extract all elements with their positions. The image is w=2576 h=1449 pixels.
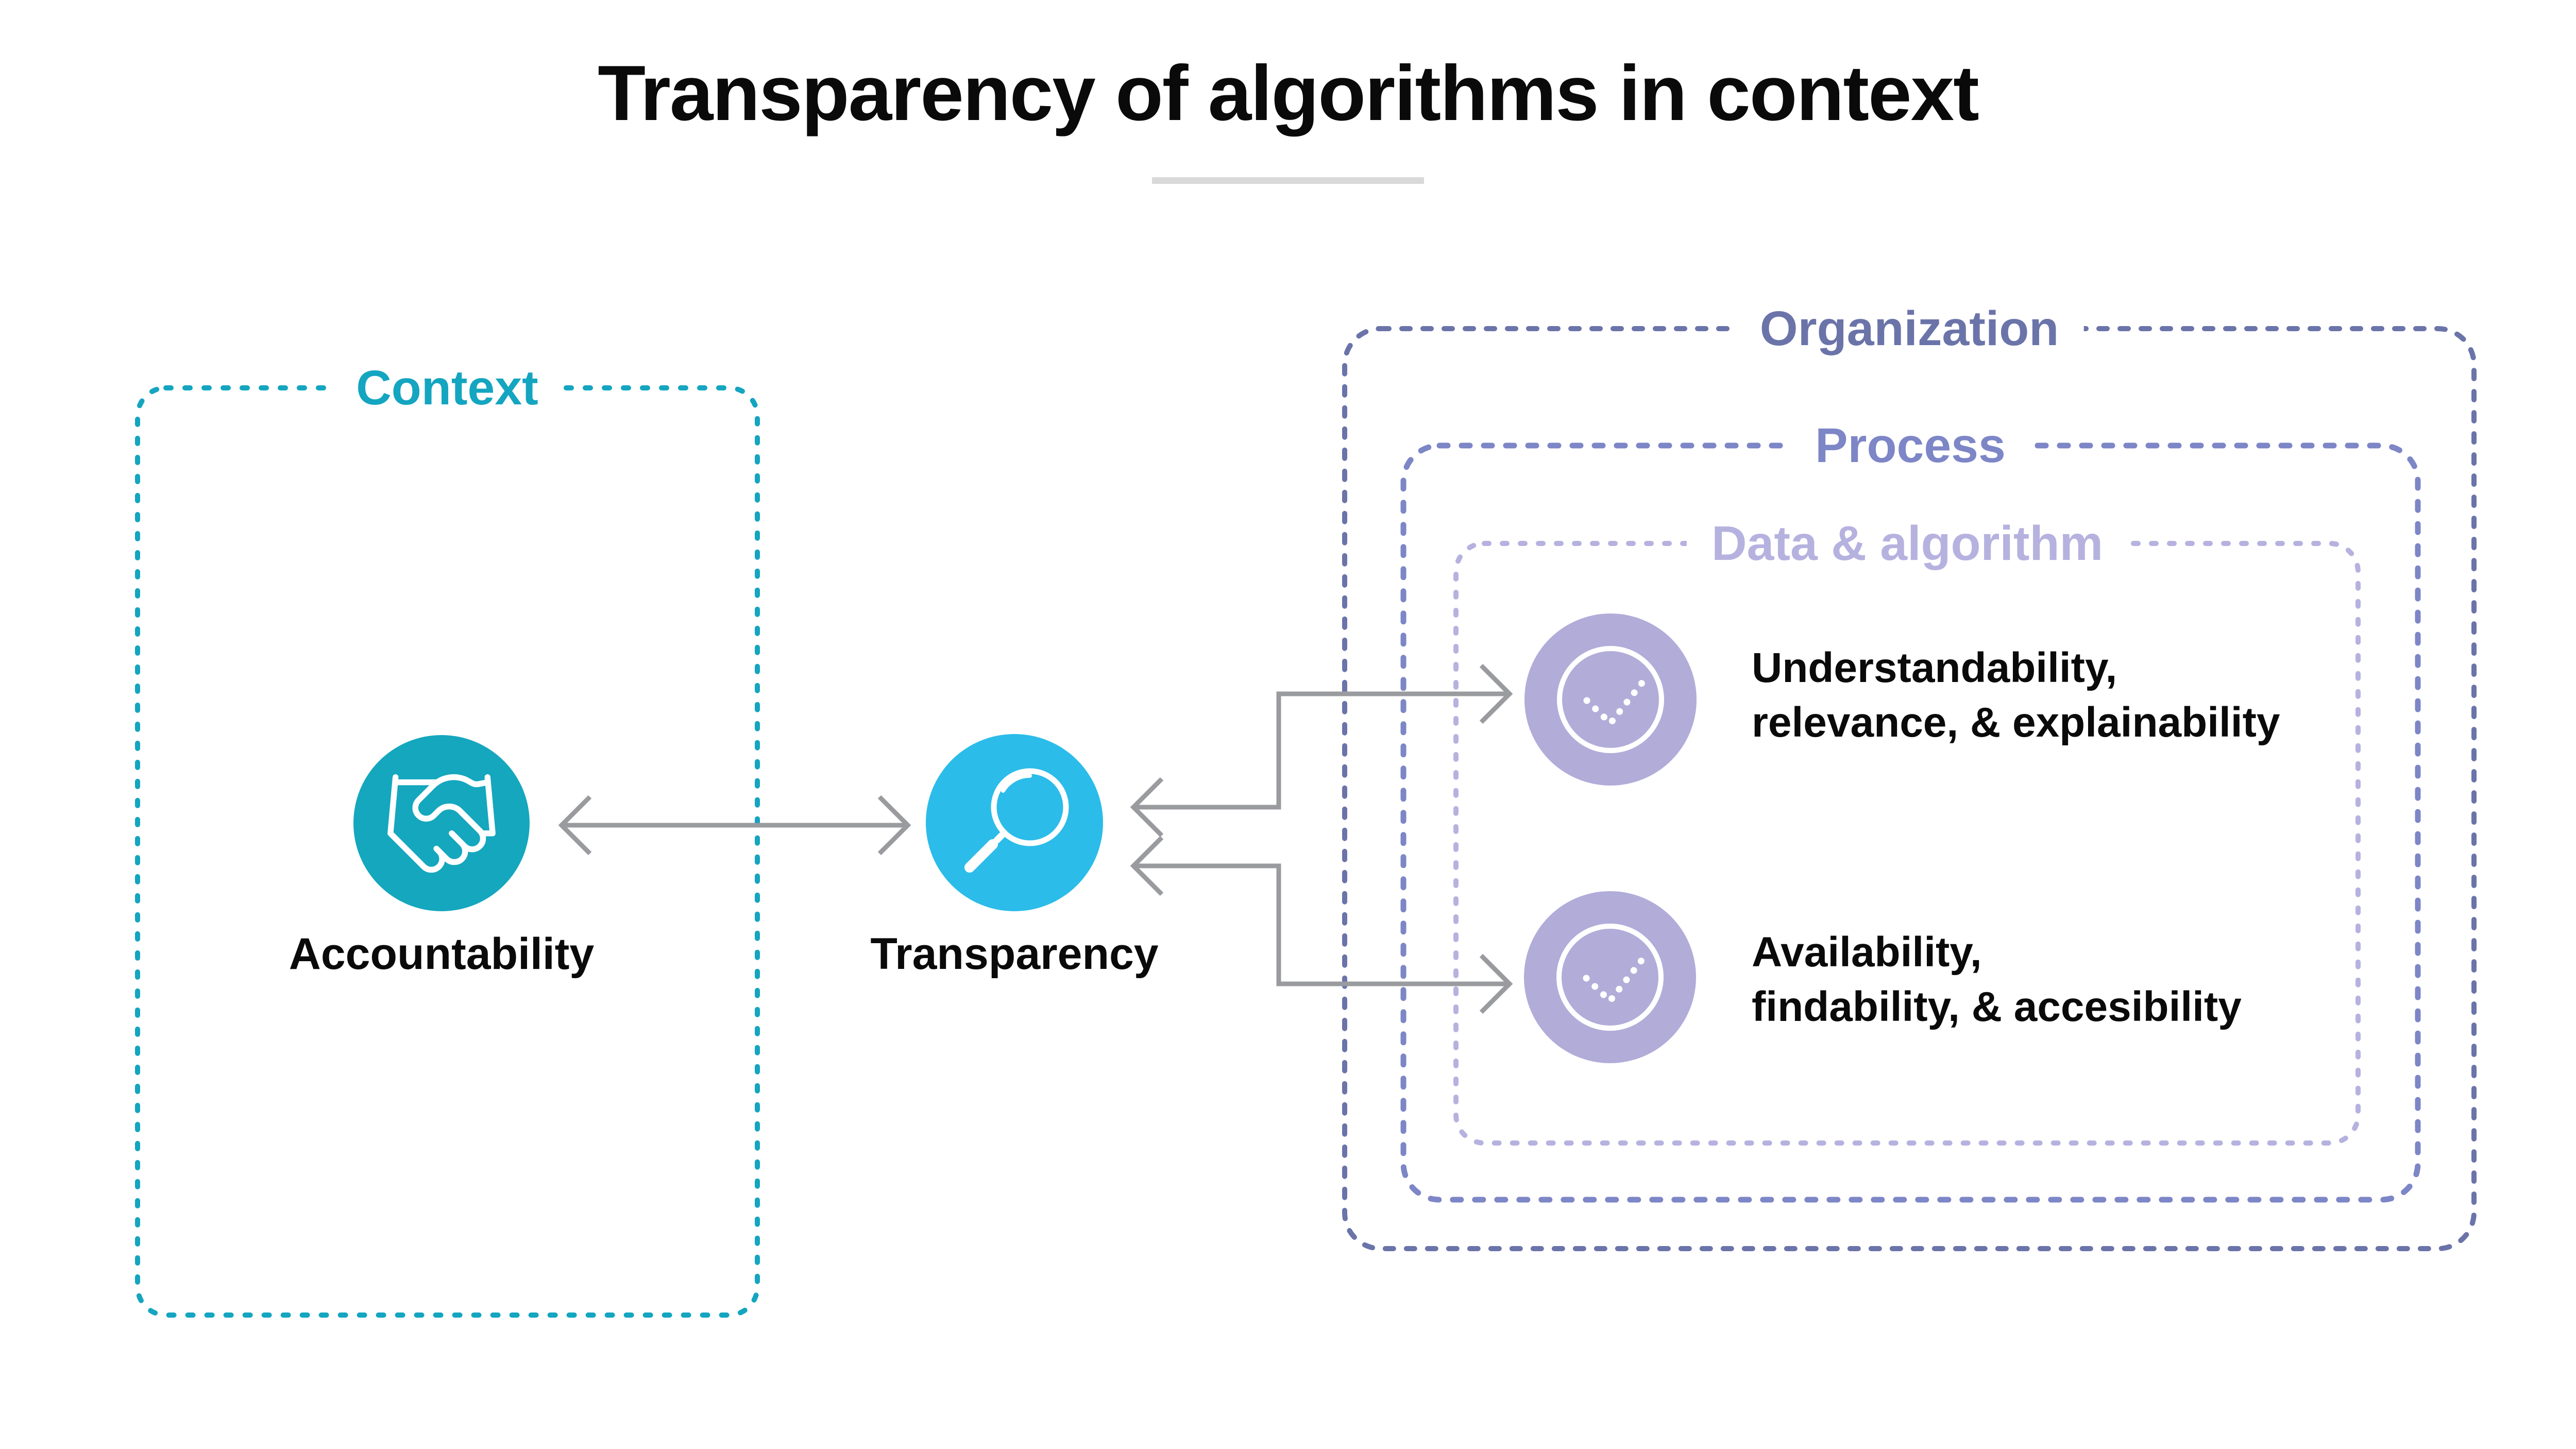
magnifying-glass-icon bbox=[964, 768, 1069, 873]
data-algorithm-box-label: Data & algorithm bbox=[1686, 515, 2128, 572]
transparency-label: Transparency bbox=[870, 929, 1159, 979]
availability-line2: findability, & accesibility bbox=[1752, 983, 2242, 1030]
availability-text: Availability, findability, & accesibilit… bbox=[1752, 925, 2242, 1034]
title-divider bbox=[1152, 177, 1424, 184]
understandability-line1: Understandability, bbox=[1752, 644, 2117, 691]
data-algorithm-box-border bbox=[1453, 541, 2361, 1146]
organization-box-label: Organization bbox=[1735, 300, 2084, 357]
availability-line1: Availability, bbox=[1752, 929, 1982, 976]
arrow-accountability-transparency bbox=[558, 795, 911, 856]
availability-node bbox=[1524, 891, 1696, 1063]
process-box-label: Process bbox=[1790, 417, 2030, 474]
accountability-node bbox=[353, 735, 530, 911]
check-icon bbox=[1557, 646, 1664, 753]
understandability-text: Understandability, relevance, & explaina… bbox=[1752, 641, 2280, 750]
understandability-node bbox=[1524, 613, 1697, 786]
arrow-transparency-availability bbox=[1130, 836, 1513, 1014]
context-box-label: Context bbox=[331, 359, 563, 417]
accountability-label: Accountability bbox=[289, 929, 595, 979]
understandability-line2: relevance, & explainability bbox=[1752, 699, 2280, 746]
handshake-icon bbox=[387, 774, 496, 873]
page-title: Transparency of algorithms in context bbox=[598, 49, 1979, 137]
check-icon bbox=[1556, 924, 1664, 1031]
arrow-transparency-understandability bbox=[1130, 663, 1513, 838]
transparency-node bbox=[926, 734, 1103, 911]
